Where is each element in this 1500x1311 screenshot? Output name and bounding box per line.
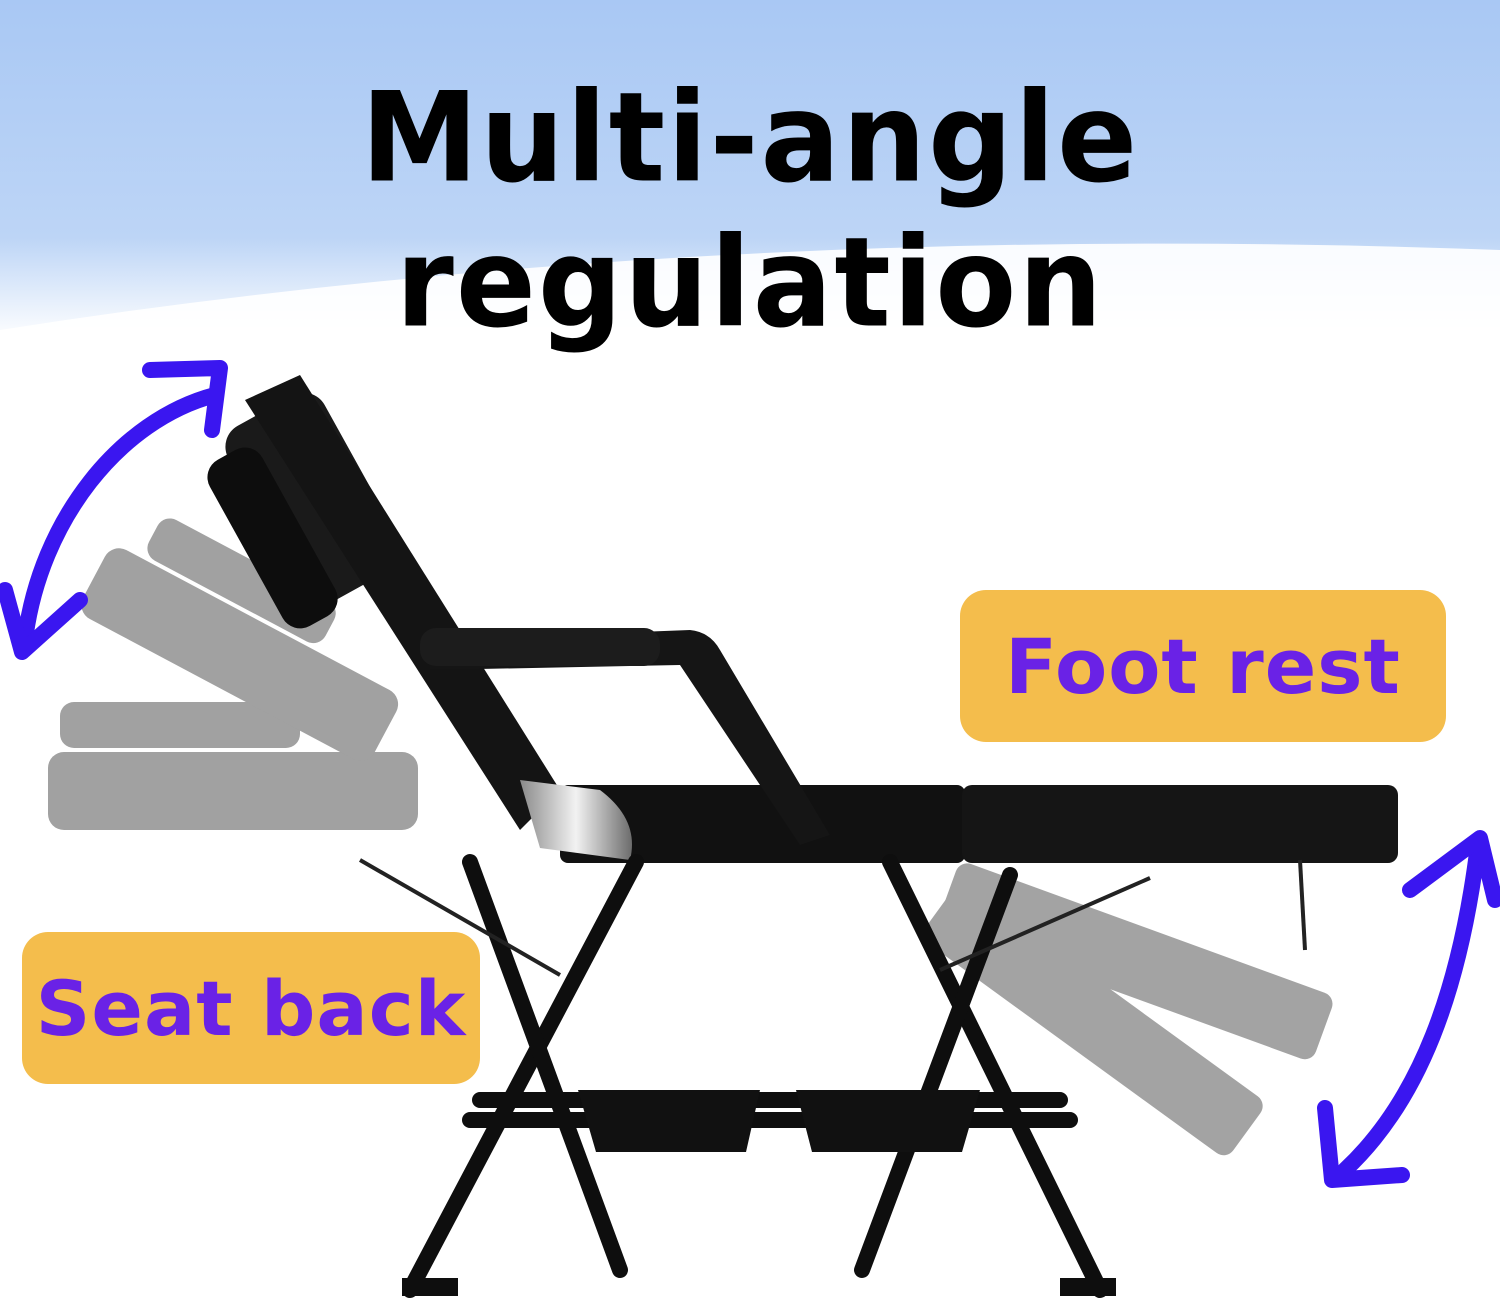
seat-back-text: Seat back — [35, 963, 467, 1053]
seat-back-label: Seat back — [22, 932, 480, 1084]
double-arrow-icon — [0, 360, 228, 660]
foot-rest-label: Foot rest — [960, 590, 1446, 742]
chair — [207, 375, 1398, 1298]
foot-rest-text: Foot rest — [1005, 621, 1401, 711]
ghost-footrest-positions — [923, 863, 1333, 1156]
double-arrow-icon — [1317, 830, 1500, 1188]
sky-background — [0, 0, 1500, 340]
headline: Multi-angle regulation — [360, 65, 1140, 355]
